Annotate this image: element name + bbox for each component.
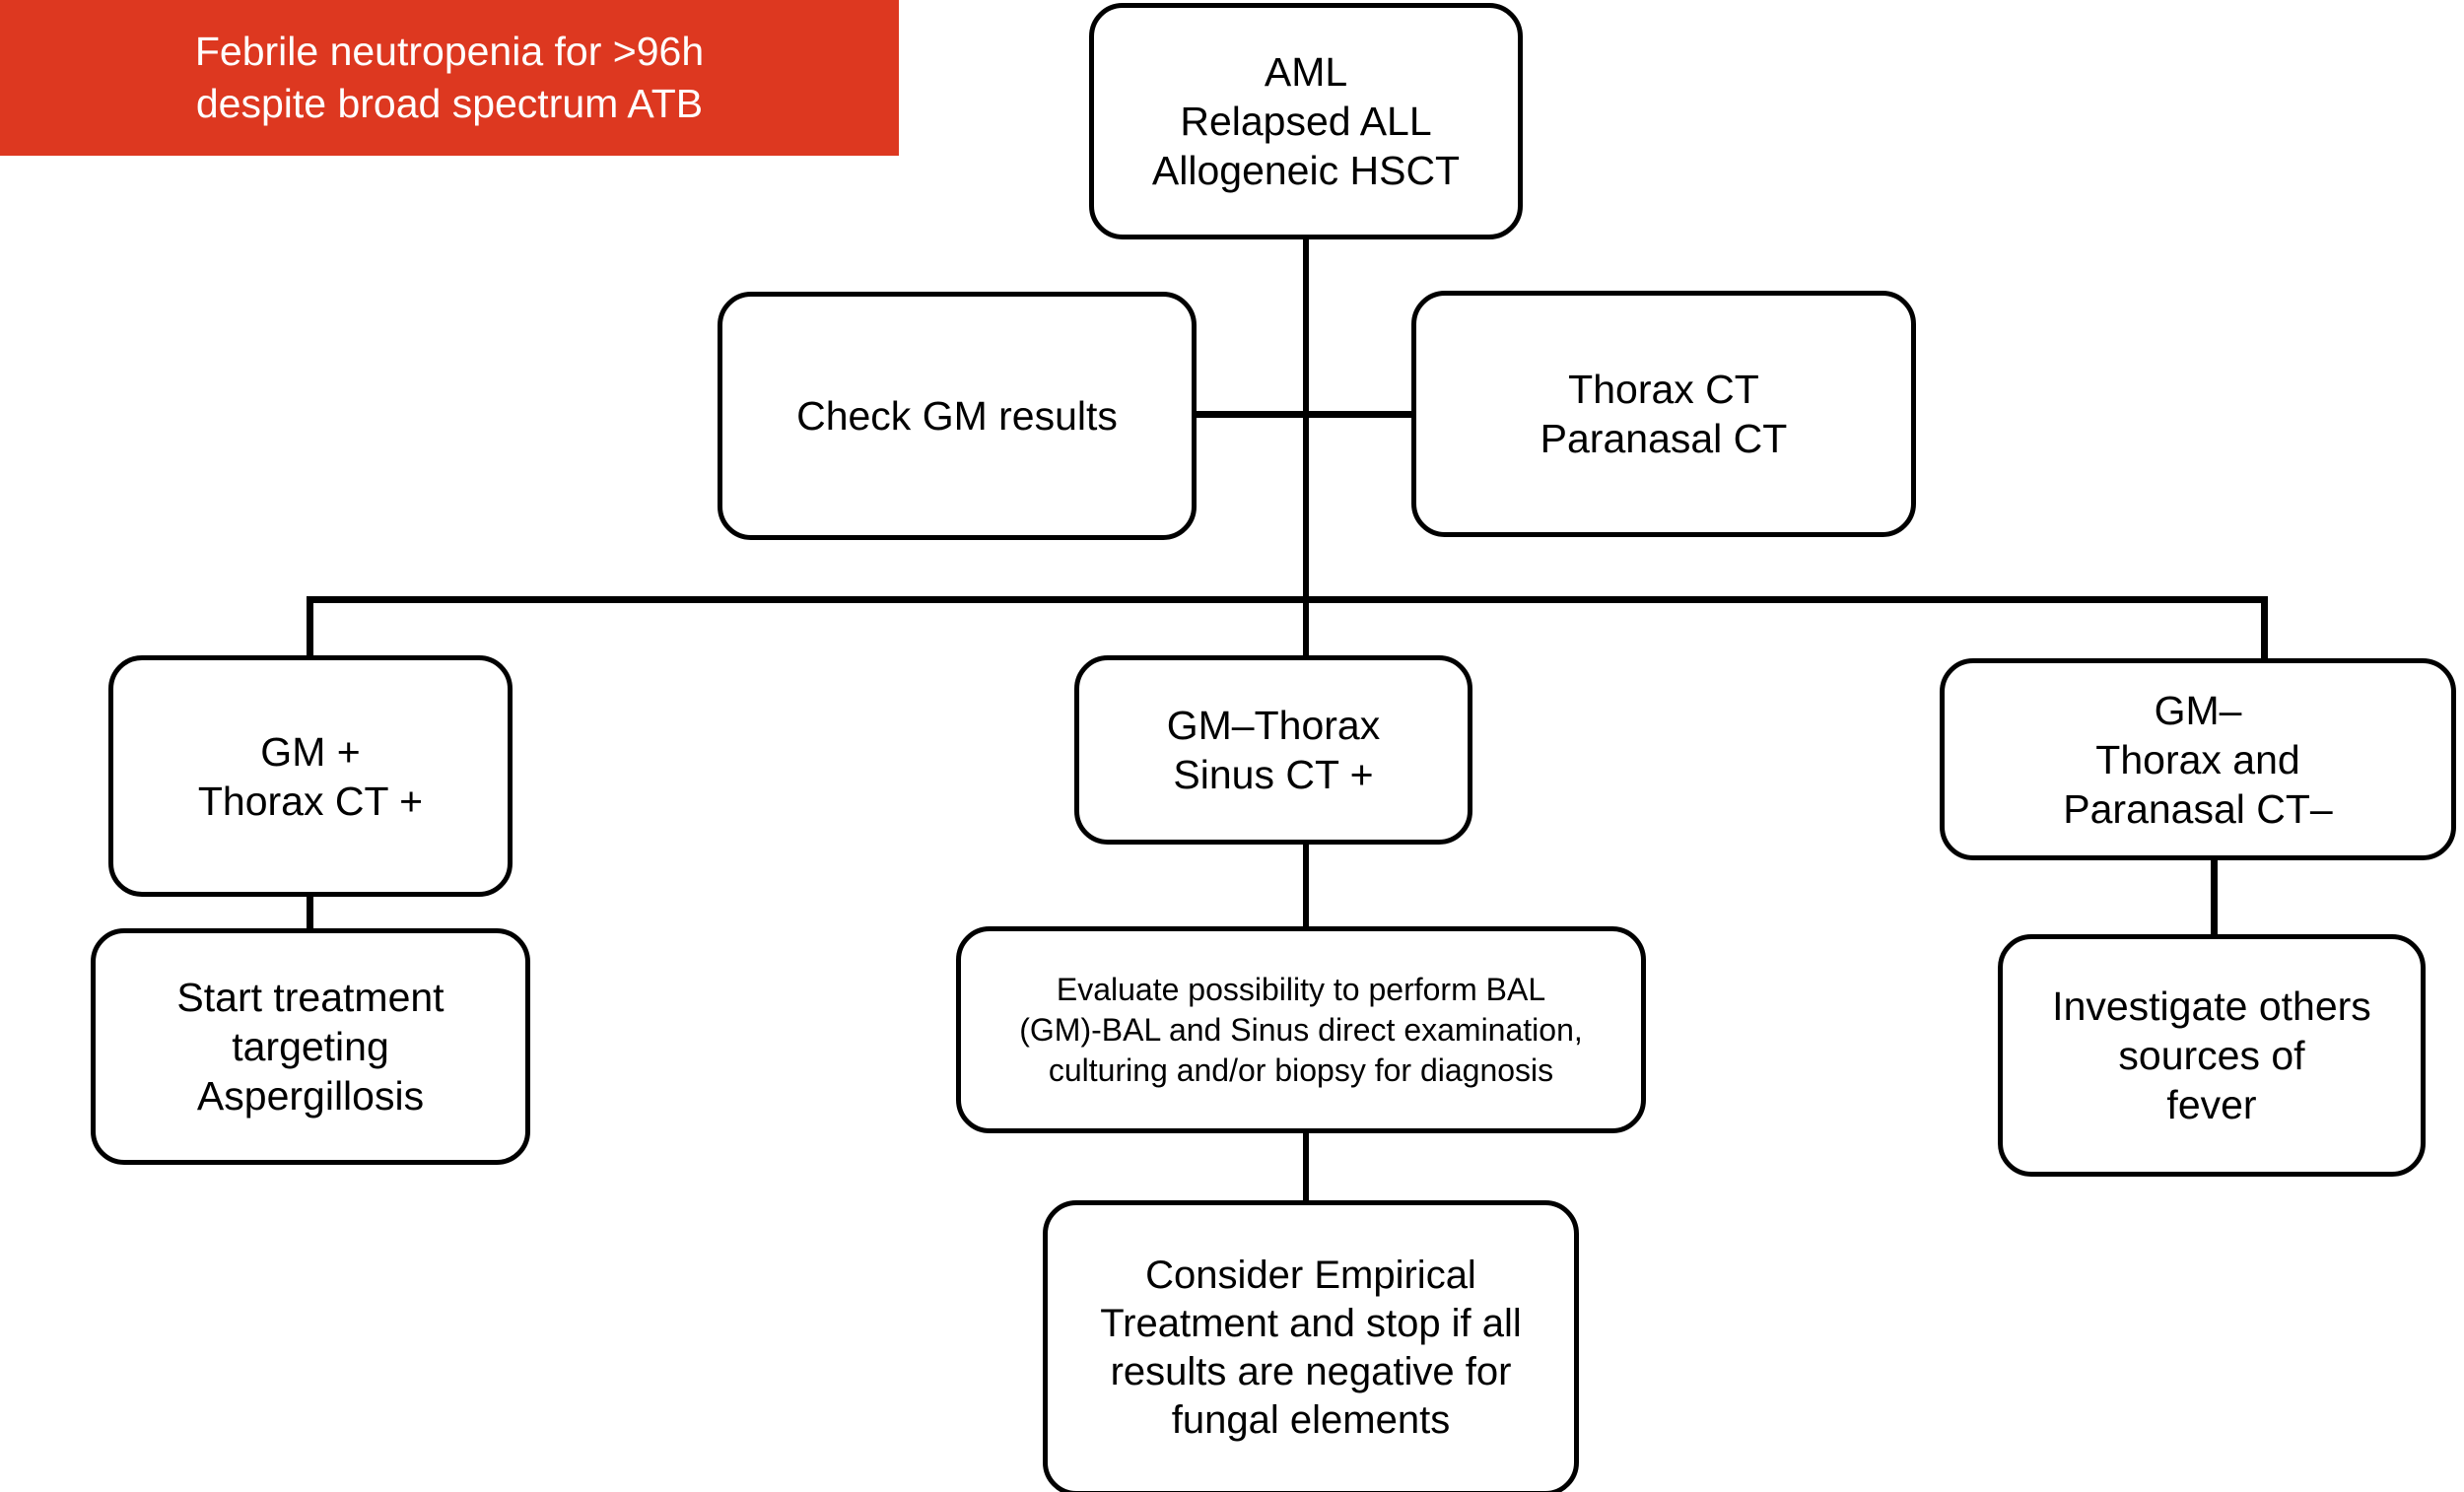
banner-line-1: Febrile neutropenia for >96h xyxy=(194,29,705,74)
node-evaluate-bal-line-1: Evaluate possibility to perform BAL xyxy=(1056,971,1546,1007)
node-gm-positive-line-2: Thorax CT + xyxy=(197,778,424,824)
node-check-gm-results[interactable]: Check GM results xyxy=(718,292,1197,540)
edge-root-to-split xyxy=(1303,235,1309,603)
node-start-treatment-line-2: targeting xyxy=(232,1024,389,1069)
node-thorax-paranasal-ct-line-1: Thorax CT xyxy=(1568,367,1759,412)
edge-split-bus xyxy=(307,596,2268,603)
node-investigate-line-3: fever xyxy=(2166,1082,2257,1127)
node-start-treatment-aspergillosis[interactable]: Start treatment targeting Aspergillosis xyxy=(91,928,530,1165)
node-start-treatment-line-3: Aspergillosis xyxy=(196,1073,425,1119)
node-investigate-line-1: Investigate others xyxy=(2052,983,2371,1029)
node-gm-neg-sinus-line-1: GM–Thorax xyxy=(1166,703,1381,748)
edge-branch-right-to-action-right xyxy=(2211,857,2218,936)
node-check-gm-results-line-1: Check GM results xyxy=(796,393,1118,439)
node-gm-neg-ct-neg-line-1: GM– xyxy=(2154,687,2242,733)
node-diagnosis-line-1: AML xyxy=(1264,49,1348,95)
node-evaluate-bal-line-3: culturing and/or biopsy for diagnosis xyxy=(1048,1051,1554,1088)
edge-split-to-branch-left xyxy=(307,596,313,659)
node-consider-empirical-line-2: Treatment and stop if all xyxy=(1100,1302,1522,1345)
edge-action-center-to-action-center-2 xyxy=(1303,1128,1309,1202)
node-diagnosis-line-2: Relapsed ALL xyxy=(1180,99,1432,144)
edge-branch-left-to-action-left xyxy=(307,892,313,951)
node-consider-empirical-line-3: results are negative for xyxy=(1110,1350,1512,1393)
edge-split-to-branch-right xyxy=(2261,596,2268,659)
node-gm-positive-thorax-ct-positive[interactable]: GM + Thorax CT + xyxy=(108,655,513,897)
node-gm-neg-ct-neg-line-3: Paranasal CT– xyxy=(2063,785,2333,832)
edge-check-gm-to-ct xyxy=(1188,411,1418,418)
edge-branch-center-to-action-center xyxy=(1303,843,1309,931)
node-diagnosis[interactable]: AML Relapsed ALL Allogeneic HSCT xyxy=(1089,3,1523,239)
node-diagnosis-line-3: Allogeneic HSCT xyxy=(1151,148,1461,193)
node-evaluate-bal[interactable]: Evaluate possibility to perform BAL (GM)… xyxy=(956,926,1646,1133)
node-consider-empirical-line-4: fungal elements xyxy=(1171,1398,1451,1442)
febrile-neutropenia-banner: Febrile neutropenia for >96h despite bro… xyxy=(0,0,899,156)
node-gm-positive-line-1: GM + xyxy=(260,728,361,775)
node-gm-negative-thorax-paranasal-ct-negative[interactable]: GM– Thorax and Paranasal CT– xyxy=(1940,658,2456,860)
node-evaluate-bal-line-2: (GM)-BAL and Sinus direct examination, xyxy=(1019,1011,1583,1048)
node-thorax-paranasal-ct-line-2: Paranasal CT xyxy=(1540,416,1788,461)
node-gm-neg-sinus-line-2: Sinus CT + xyxy=(1173,752,1374,797)
node-consider-empirical-treatment[interactable]: Consider Empirical Treatment and stop if… xyxy=(1043,1200,1579,1492)
node-thorax-paranasal-ct[interactable]: Thorax CT Paranasal CT xyxy=(1411,291,1916,537)
node-investigate-line-2: sources of xyxy=(2118,1033,2305,1078)
node-consider-empirical-line-1: Consider Empirical xyxy=(1145,1254,1476,1297)
banner-line-2: despite broad spectrum ATB xyxy=(195,81,704,126)
node-investigate-other-sources[interactable]: Investigate others sources of fever xyxy=(1998,934,2426,1177)
node-gm-negative-thorax-sinus-ct-positive[interactable]: GM–Thorax Sinus CT + xyxy=(1074,655,1472,845)
edge-split-to-branch-center xyxy=(1303,596,1309,659)
node-gm-neg-ct-neg-line-2: Thorax and xyxy=(2095,736,2300,782)
node-start-treatment-line-1: Start treatment xyxy=(176,975,445,1020)
